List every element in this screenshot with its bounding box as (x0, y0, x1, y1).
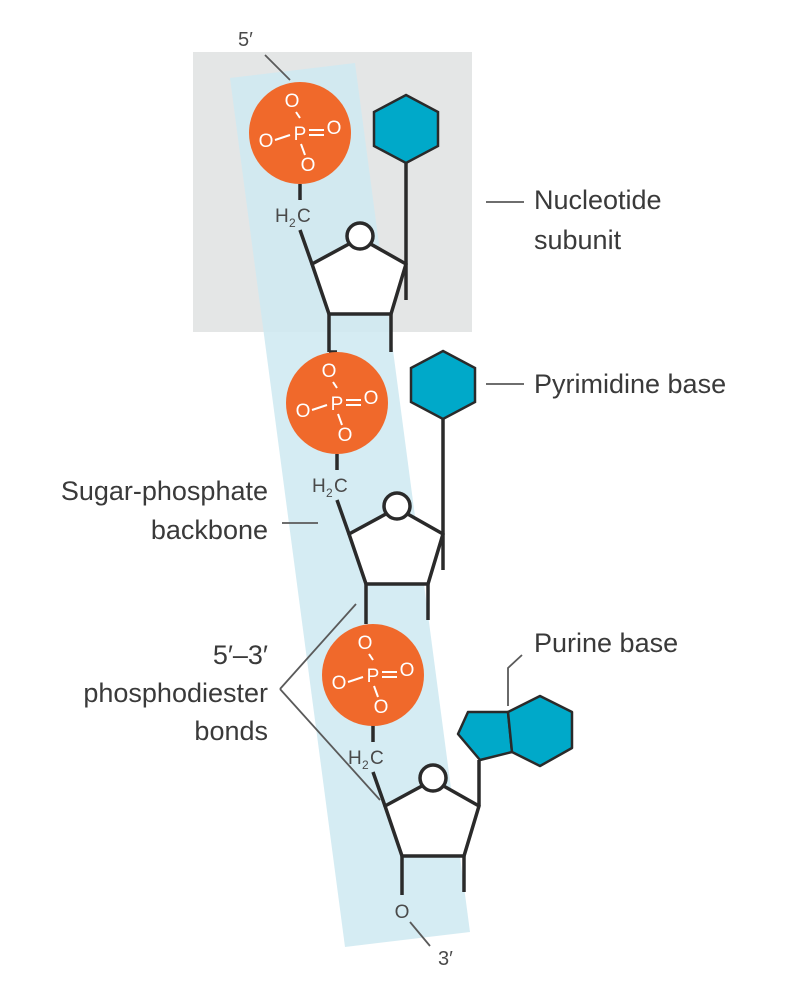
phosphate-2-oxygen-left: O (296, 401, 311, 422)
three-prime-leader (409, 921, 431, 947)
methylene-3-h: H (348, 748, 362, 769)
phosphate-1-oxygen-bottom: O (301, 155, 316, 176)
phosphate-2-phosphorus: P (331, 394, 344, 415)
nucleotide-2 (335, 418, 445, 624)
phosphate-1-oxygen-left: O (259, 131, 274, 152)
purine-base (456, 694, 574, 768)
purine-leader (507, 654, 523, 706)
methylene-1-subscript: 2 (289, 216, 296, 230)
methylene-1-h: H (275, 206, 289, 227)
purine-five-ring (456, 710, 514, 762)
phosphate-1-bond-left (274, 134, 291, 141)
backbone-label-line1: Sugar-phosphate (61, 476, 268, 506)
nucleotide-3 (371, 725, 481, 895)
pyrimidine-base-label: Pyrimidine base (534, 369, 726, 399)
ring-oxygen-3 (418, 763, 448, 793)
nucleotide-1 (298, 150, 408, 352)
phosphate-3-phosphorus: P (367, 666, 380, 687)
backbone-label-line2: backbone (151, 515, 268, 545)
phosphate-group-1 (249, 82, 351, 184)
methylene-1-c: C (297, 206, 311, 227)
sugar-phosphate-backbone-band (230, 63, 470, 947)
phosphate-3-bond-bottom (373, 685, 379, 698)
bonds-leader-upper (279, 603, 357, 690)
phosphate-2-oxygen-right: O (364, 388, 379, 409)
phosphate-2-bond-top (332, 381, 338, 389)
methylene-3-c: C (370, 748, 384, 769)
phosphate-1-bond-top (295, 111, 301, 119)
phosphate-3-bond-left (347, 676, 364, 683)
phosphate-2-bond-left (311, 404, 328, 411)
methylene-2-c: C (334, 476, 348, 497)
purine-base-label: Purine base (534, 628, 678, 658)
phosphate-3-oxygen-left: O (332, 673, 347, 694)
phosphate-2-bond-bottom (337, 413, 343, 426)
nucleotide-subunit-label-line1: Nucleotide (534, 185, 662, 215)
pyrimidine-base-2 (409, 349, 477, 421)
phosphate-3-oxygen-top: O (358, 633, 373, 654)
three-prime-label: 3′ (438, 948, 453, 970)
purine-six-ring (506, 694, 574, 768)
pyrimidine-base-1 (372, 93, 440, 165)
phosphate-2-oxygen-top: O (322, 361, 337, 382)
five-prime-label: 5′ (238, 29, 253, 51)
phosphate-1-bond-bottom (300, 143, 306, 156)
nucleotide-subunit-label-line2: subunit (534, 225, 622, 255)
methylene-3-subscript: 2 (362, 758, 369, 772)
bonds-label-line1: 5′–3′ (213, 640, 268, 670)
phosphate-1-oxygen-right: O (327, 118, 342, 139)
five-prime-leader (264, 54, 291, 81)
phosphate-3-bond-top (368, 653, 374, 661)
phosphate-3-oxygen-bottom: O (374, 697, 389, 718)
ring-oxygen-1 (345, 221, 375, 251)
ring-oxygen-2 (382, 491, 412, 521)
phosphate-2-oxygen-bottom: O (338, 425, 353, 446)
phosphate-3-oxygen-right: O (400, 660, 415, 681)
methylene-2-subscript: 2 (326, 486, 333, 500)
phosphate-1-phosphorus: P (294, 124, 307, 145)
phosphate-1-oxygen-top: O (285, 91, 300, 112)
bonds-label-line3: bonds (194, 716, 268, 746)
phosphate-group-2 (286, 352, 388, 454)
terminal-oxygen: O (395, 902, 410, 923)
methylene-2-h: H (312, 476, 326, 497)
bonds-leader-lower (279, 688, 381, 801)
leader-lines (264, 54, 524, 947)
bonds-label-line2: phosphodiester (83, 678, 268, 708)
phosphate-group-3 (322, 624, 424, 726)
